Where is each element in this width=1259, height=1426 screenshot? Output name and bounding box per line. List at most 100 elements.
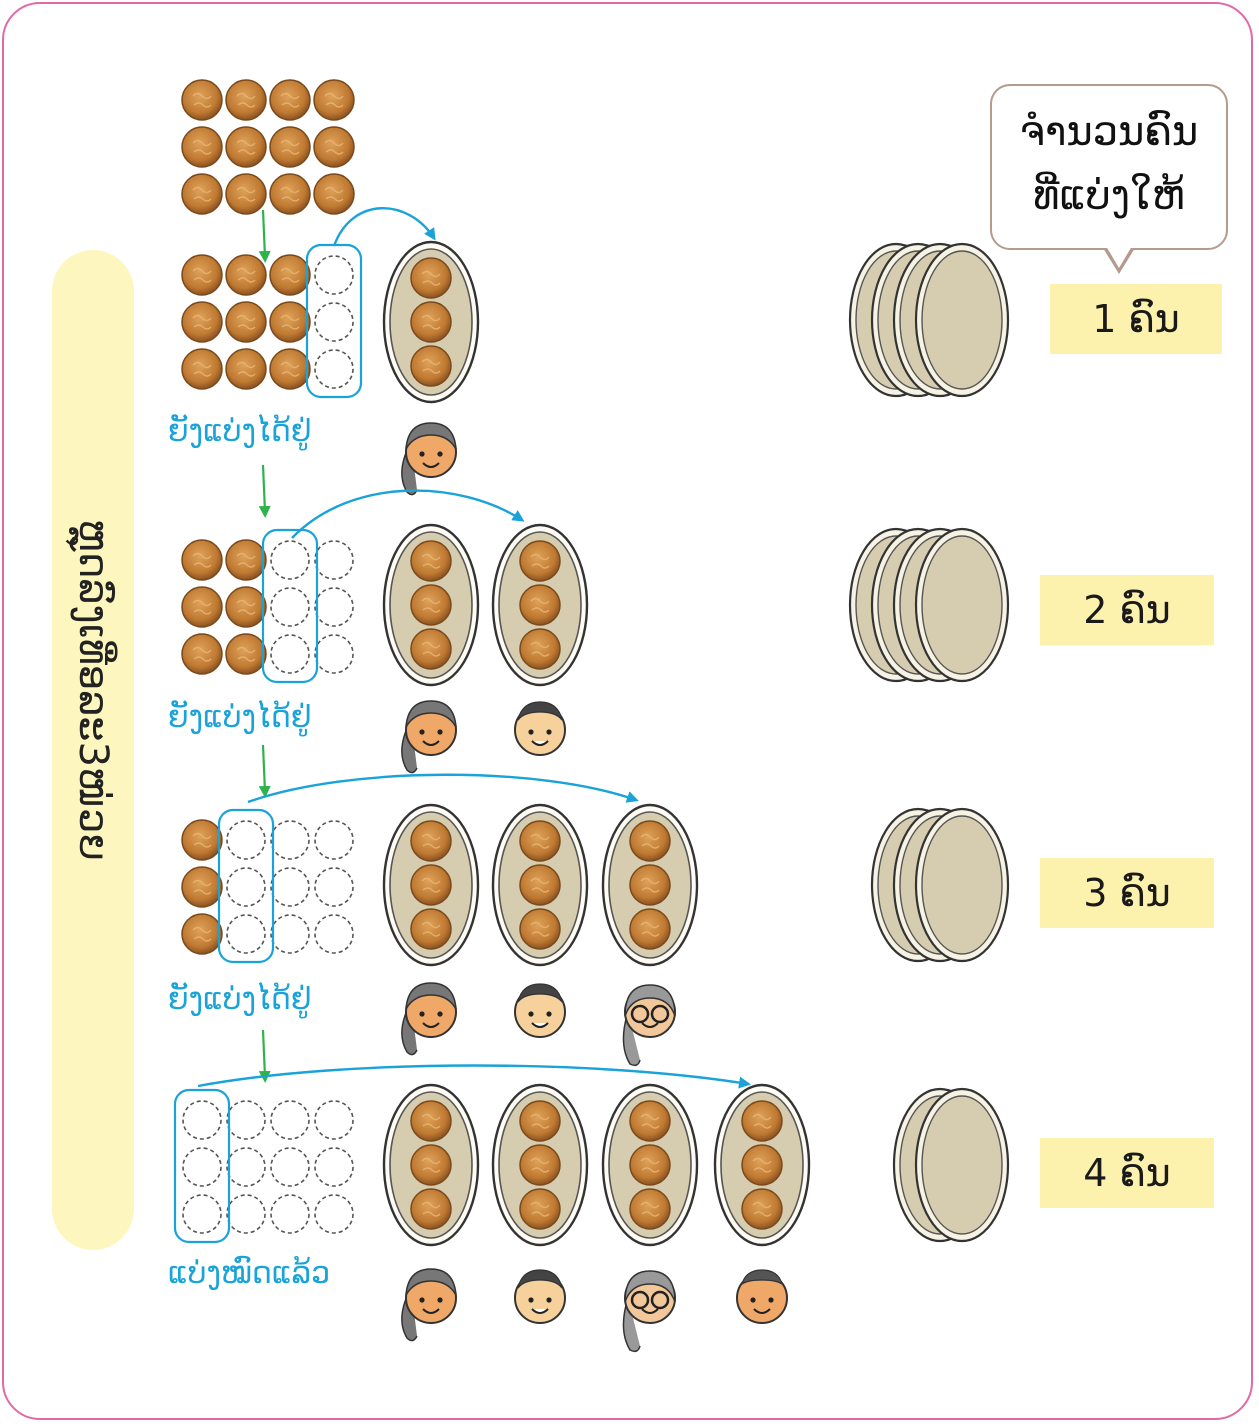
empty-slot — [226, 820, 266, 860]
bun-icon — [225, 633, 267, 675]
highlight-column-box — [261, 528, 319, 684]
bun-icon — [410, 540, 452, 582]
division-step-3 — [181, 744, 1010, 1067]
plate-with-buns — [491, 803, 589, 967]
transfer-arrow — [332, 207, 436, 247]
bun-icon — [269, 79, 311, 121]
transfer-arrow — [291, 489, 525, 539]
bun-icon — [225, 586, 267, 628]
empty-slot — [314, 540, 354, 580]
bun-icon — [181, 301, 223, 343]
empty-slot — [314, 914, 354, 954]
bun-icon — [181, 819, 223, 861]
empty-slot — [270, 867, 310, 907]
plate-with-buns — [382, 1083, 480, 1247]
transfer-arrow — [197, 1064, 751, 1089]
bun-grid — [181, 243, 363, 399]
empty-slot — [270, 1100, 310, 1140]
callout-bubble: ຈຳນວນຄົນ ທີ່ແບ່ງໃຫ້ — [990, 84, 1228, 250]
bun-icon — [519, 1188, 561, 1230]
bun-icon — [181, 348, 223, 390]
bun-icon — [519, 540, 561, 582]
empty-slot — [226, 914, 266, 954]
highlight-column-box — [305, 243, 363, 399]
empty-slot — [182, 1100, 222, 1140]
bun-icon — [410, 820, 452, 862]
plate-with-buns — [382, 523, 480, 687]
empty-slot — [314, 1147, 354, 1187]
bun-icon — [629, 820, 671, 862]
bun-icon — [629, 908, 671, 950]
bun-icon — [313, 173, 355, 215]
division-step-1 — [181, 207, 1010, 496]
empty-slot — [314, 634, 354, 674]
bun-icon — [410, 257, 452, 299]
empty-slot — [314, 1194, 354, 1234]
bun-icon — [225, 254, 267, 296]
empty-slot — [182, 1147, 222, 1187]
empty-slot — [270, 914, 310, 954]
empty-slot — [226, 1194, 266, 1234]
step-down-arrow — [258, 209, 271, 263]
highlight-column-box — [173, 1088, 231, 1244]
row-1-people-count: 1 ຄົນ — [1050, 284, 1222, 354]
bun-icon — [410, 584, 452, 626]
empty-slot — [314, 255, 354, 295]
grandmother-face-icon — [622, 1270, 676, 1353]
bun-icon — [410, 1100, 452, 1142]
bun-icon — [410, 628, 452, 670]
plate-with-buns — [601, 1083, 699, 1247]
empty-slot — [270, 540, 310, 580]
empty-slot — [314, 867, 354, 907]
empty-slot — [270, 1147, 310, 1187]
empty-slot — [226, 867, 266, 907]
girl-face-icon — [401, 982, 457, 1056]
boy-face-icon — [514, 1269, 566, 1324]
empty-slot — [182, 1194, 222, 1234]
step-down-arrow — [258, 1029, 271, 1083]
bun-icon — [225, 539, 267, 581]
plate-with-buns — [491, 523, 589, 687]
row-3-status-label: ຍັງແບ່ງໄດ້ຢູ່ — [168, 982, 312, 1017]
bun-icon — [410, 1188, 452, 1230]
bun-icon — [410, 345, 452, 387]
bun-icon — [410, 301, 452, 343]
bun-icon — [225, 301, 267, 343]
bun-icon — [519, 820, 561, 862]
callout-line-1: ຈຳນວນຄົນ — [1019, 109, 1199, 155]
bun-icon — [741, 1100, 783, 1142]
bun-icon — [225, 79, 267, 121]
bun-icon — [225, 348, 267, 390]
empty-slot — [226, 1147, 266, 1187]
bun-icon — [269, 254, 311, 296]
bun-icon — [269, 126, 311, 168]
empty-slot — [314, 302, 354, 342]
callout-line-2: ທີ່ແບ່ງໃຫ້ — [1033, 173, 1185, 219]
bun-icon — [519, 628, 561, 670]
girl-face-icon — [401, 1268, 457, 1342]
empty-slot — [314, 349, 354, 389]
empty-slot — [314, 587, 354, 627]
plate-with-buns — [713, 1083, 811, 1247]
callout-tail — [1103, 246, 1135, 274]
bun-icon — [410, 1144, 452, 1186]
empty-slot — [314, 1100, 354, 1140]
plate-with-buns — [491, 1083, 589, 1247]
bun-grid — [173, 1088, 354, 1244]
empty-slot — [270, 820, 310, 860]
bun-icon — [519, 908, 561, 950]
bun-icon — [181, 79, 223, 121]
bun-grid — [181, 528, 354, 684]
bun-grid — [181, 79, 355, 215]
bun-icon — [225, 126, 267, 168]
bun-icon — [629, 1100, 671, 1142]
boy-face-icon — [514, 983, 566, 1038]
row-3-people-count: 3 ຄົນ — [1040, 858, 1214, 928]
bun-icon — [181, 866, 223, 908]
bun-icon — [181, 586, 223, 628]
boy-face-icon — [514, 701, 566, 756]
bun-icon — [181, 539, 223, 581]
